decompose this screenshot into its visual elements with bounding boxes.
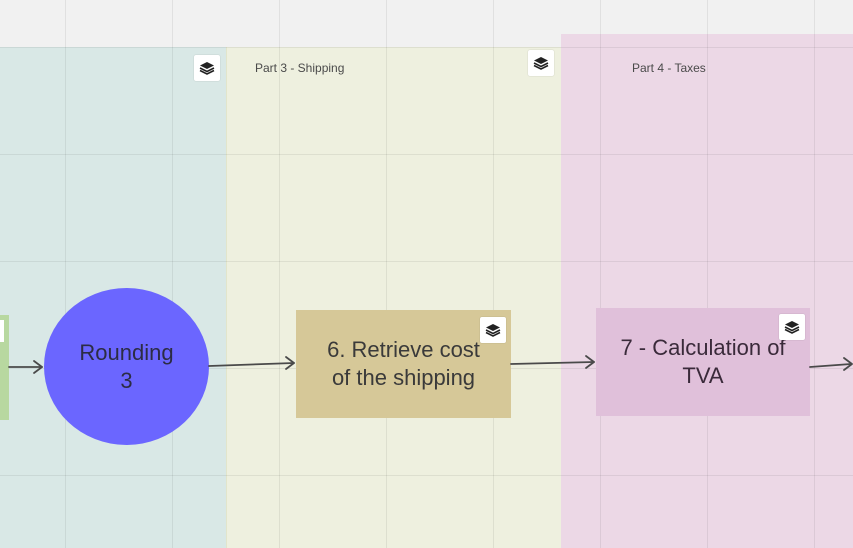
stack-layers-icon[interactable]	[528, 50, 554, 76]
frame-label-part-4: Part 4 - Taxes	[632, 61, 706, 75]
frame-part-4-taxes[interactable]	[561, 34, 853, 548]
retrieve-shipping-cost-node[interactable]: 6. Retrieve cost of the shipping	[296, 310, 511, 418]
rounding-circle-node[interactable]: Rounding 3	[44, 288, 209, 445]
stack-layers-icon[interactable]	[480, 317, 506, 343]
stack-layers-icon[interactable]	[194, 55, 220, 81]
green-process-box[interactable]	[0, 315, 9, 420]
green-box-badge	[0, 320, 4, 342]
shipping-node-text: 6. Retrieve cost of the shipping	[327, 337, 480, 390]
rounding-node-text: Rounding 3	[79, 339, 174, 393]
stack-layers-icon[interactable]	[779, 314, 805, 340]
calculation-tva-node[interactable]: 7 - Calculation of TVA	[596, 308, 810, 416]
frame-part-3-shipping[interactable]	[226, 47, 562, 548]
tva-node-text: 7 - Calculation of TVA	[620, 335, 786, 388]
frame-label-part-3: Part 3 - Shipping	[255, 61, 345, 75]
